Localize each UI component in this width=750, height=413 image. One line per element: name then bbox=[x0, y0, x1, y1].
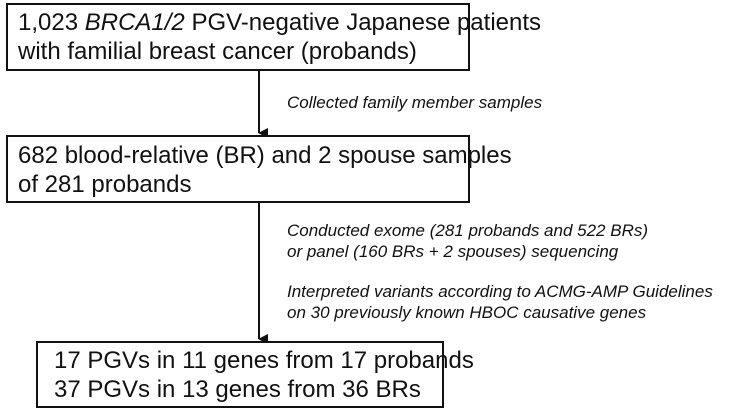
family-samples-line-2: of 281 probands bbox=[18, 171, 192, 198]
sequencing-line-1: Conducted exome (281 probands and 522 BR… bbox=[287, 221, 649, 240]
step-note-sequencing: Conducted exome (281 probands and 522 BR… bbox=[287, 220, 648, 262]
step-note-interpretation: Interpreted variants according to ACMG-A… bbox=[287, 281, 713, 323]
interpretation-line-1: Interpreted variants according to ACMG-A… bbox=[287, 282, 713, 301]
probands-description-text: PGV-negative Japanese patients bbox=[184, 9, 542, 36]
interpretation-line-2: on 30 previously known HBOC causative ge… bbox=[287, 303, 647, 322]
gene-name-italic: BRCA1/2 bbox=[84, 9, 185, 36]
probands-line-2: with familial breast cancer (probands) bbox=[18, 38, 417, 65]
probands-count-text: 1,023 bbox=[18, 9, 85, 36]
family-samples-line-1: 682 blood-relative (BR) and 2 spouse sam… bbox=[18, 142, 512, 169]
step-note-collect: Collected family member samples bbox=[287, 93, 543, 112]
sequencing-line-2: or panel (160 BRs + 2 spouses) sequencin… bbox=[287, 242, 619, 261]
results-line-2: 37 PGVs in 13 genes from 36 BRs bbox=[54, 376, 421, 403]
results-box: 17 PGVs in 11 genes from 17 probands 37 … bbox=[36, 341, 474, 408]
probands-box: 1,023 BRCA1/2 PGV-negative Japanese pati… bbox=[6, 3, 541, 71]
results-line-1: 17 PGVs in 11 genes from 17 probands bbox=[54, 347, 474, 374]
family-samples-box: 682 blood-relative (BR) and 2 spouse sam… bbox=[6, 135, 512, 203]
probands-line-1: 1,023 BRCA1/2 PGV-negative Japanese pati… bbox=[18, 8, 541, 37]
